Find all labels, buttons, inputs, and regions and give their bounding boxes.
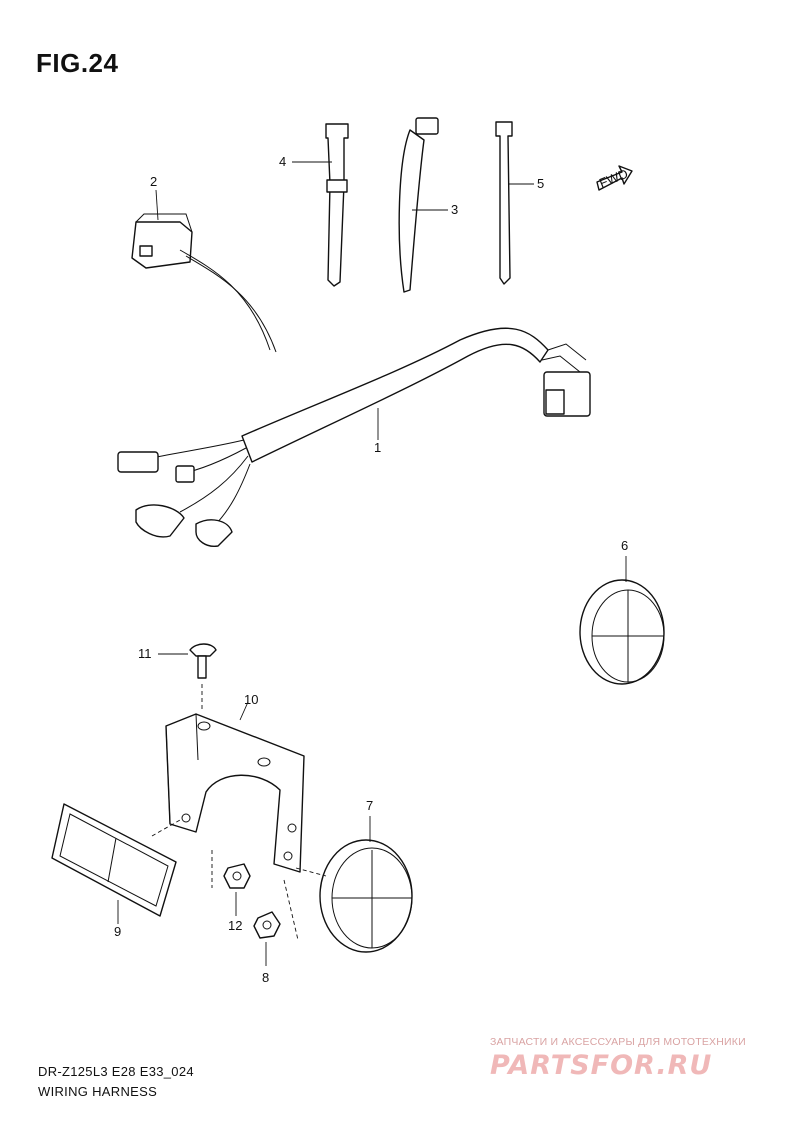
- watermark-tagline: ЗАПЧАСТИ И АКСЕССУАРЫ ДЛЯ МОТОТЕХНИКИ: [490, 1036, 746, 1048]
- callout-8: 8: [262, 970, 269, 985]
- callout-10: 10: [244, 692, 258, 707]
- part-5-cable-tie: [495, 121, 534, 285]
- watermark-logo: PARTSFOR.RU: [490, 1050, 713, 1081]
- part-2-switch: [131, 189, 277, 353]
- part-10-bracket: [165, 701, 305, 873]
- callout-12: 12: [228, 918, 242, 933]
- part-6-round-reflector: [579, 556, 665, 685]
- fwd-arrow: FWD: [596, 165, 633, 191]
- figure-title: FIG.24: [36, 48, 119, 78]
- part-8-nut: [253, 879, 299, 966]
- part-9-rect-reflector: [51, 803, 181, 924]
- fwd-label: FWD: [597, 166, 630, 191]
- callout-5: 5: [537, 176, 544, 191]
- callout-1: 1: [374, 440, 381, 455]
- part-7-round-reflector: [295, 816, 413, 953]
- callout-9: 9: [114, 924, 121, 939]
- callout-4: 4: [279, 154, 286, 169]
- part-1-wiring-harness: [117, 327, 591, 547]
- part-4-cable-tie: [292, 123, 349, 287]
- callout-3: 3: [451, 202, 458, 217]
- part-3-tie-clamp: [398, 117, 448, 293]
- part-11-screw: [158, 643, 217, 712]
- diagram-name: WIRING HARNESS: [38, 1084, 158, 1099]
- callout-6: 6: [621, 538, 628, 553]
- callout-2: 2: [150, 174, 157, 189]
- model-code: DR-Z125L3 E28 E33_024: [38, 1064, 194, 1079]
- callout-11: 11: [138, 646, 152, 661]
- part-12-nut: [211, 850, 251, 916]
- callout-7: 7: [366, 798, 373, 813]
